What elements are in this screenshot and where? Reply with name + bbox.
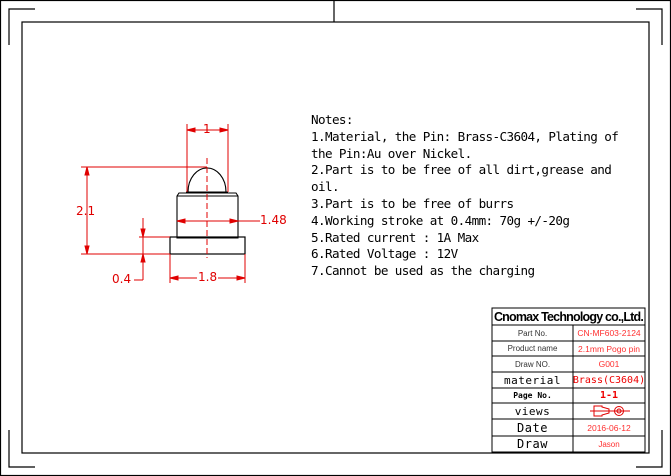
label-views: views	[514, 404, 551, 418]
note-line: 4.Working stroke at 0.4mm: 70g +/-20g	[311, 212, 570, 228]
notes-heading: Notes:	[311, 112, 354, 127]
dim-tip-width: 1	[203, 122, 211, 136]
value-material: Brass(C3604)	[572, 374, 646, 386]
dim-flange-height: 0.4	[112, 272, 132, 286]
label-draw-no: Draw NO.	[514, 359, 551, 369]
dimension-lines	[81, 124, 260, 283]
notes-block: Notes: 1.Material, the Pin: Brass-C3604,…	[311, 112, 619, 280]
value-draw: Jason	[598, 439, 620, 449]
views-symbol-icon	[590, 405, 630, 417]
note-line: the Pin:Au over Nickel.	[311, 145, 472, 161]
pogo-pin-drawing	[169, 158, 246, 258]
value-draw-no: G001	[598, 359, 620, 369]
inner-frame	[21, 21, 650, 454]
note-line: 6.Rated Voltage : 12V	[311, 246, 458, 262]
note-line: 2.Part is to be free of all dirt,grease …	[311, 162, 612, 178]
label-page-no: Page No.	[513, 391, 552, 400]
title-block-grid	[491, 307, 646, 453]
value-page-no: 1-1	[599, 390, 619, 401]
label-part-no: Part No.	[517, 328, 548, 338]
label-draw: Draw	[517, 437, 548, 451]
note-line: 1.Material, the Pin: Brass-C3604, Platin…	[311, 128, 619, 144]
label-product-name: Product name	[507, 344, 558, 353]
dim-flange-width: 1.8	[197, 270, 219, 284]
note-line: 3.Part is to be free of burrs	[311, 195, 514, 211]
label-date: Date	[517, 420, 548, 435]
note-line: 5.Rated current : 1A Max	[311, 229, 479, 245]
dim-body-width: 1.48	[260, 213, 287, 227]
corner-marks	[8, 8, 663, 468]
label-material: material	[504, 373, 561, 387]
value-part-no: CN-MF603-2124	[577, 328, 641, 338]
dim-total-height: 2.1	[76, 204, 96, 218]
company-name: Cnomax Technology co.,Ltd.	[493, 309, 644, 324]
value-date: 2016-06-12	[587, 422, 631, 433]
value-product-name: 2.1mm Pogo pin	[578, 343, 640, 354]
note-line: 7.Cannot be used as the charging	[311, 263, 535, 279]
note-line: oil.	[311, 179, 340, 195]
